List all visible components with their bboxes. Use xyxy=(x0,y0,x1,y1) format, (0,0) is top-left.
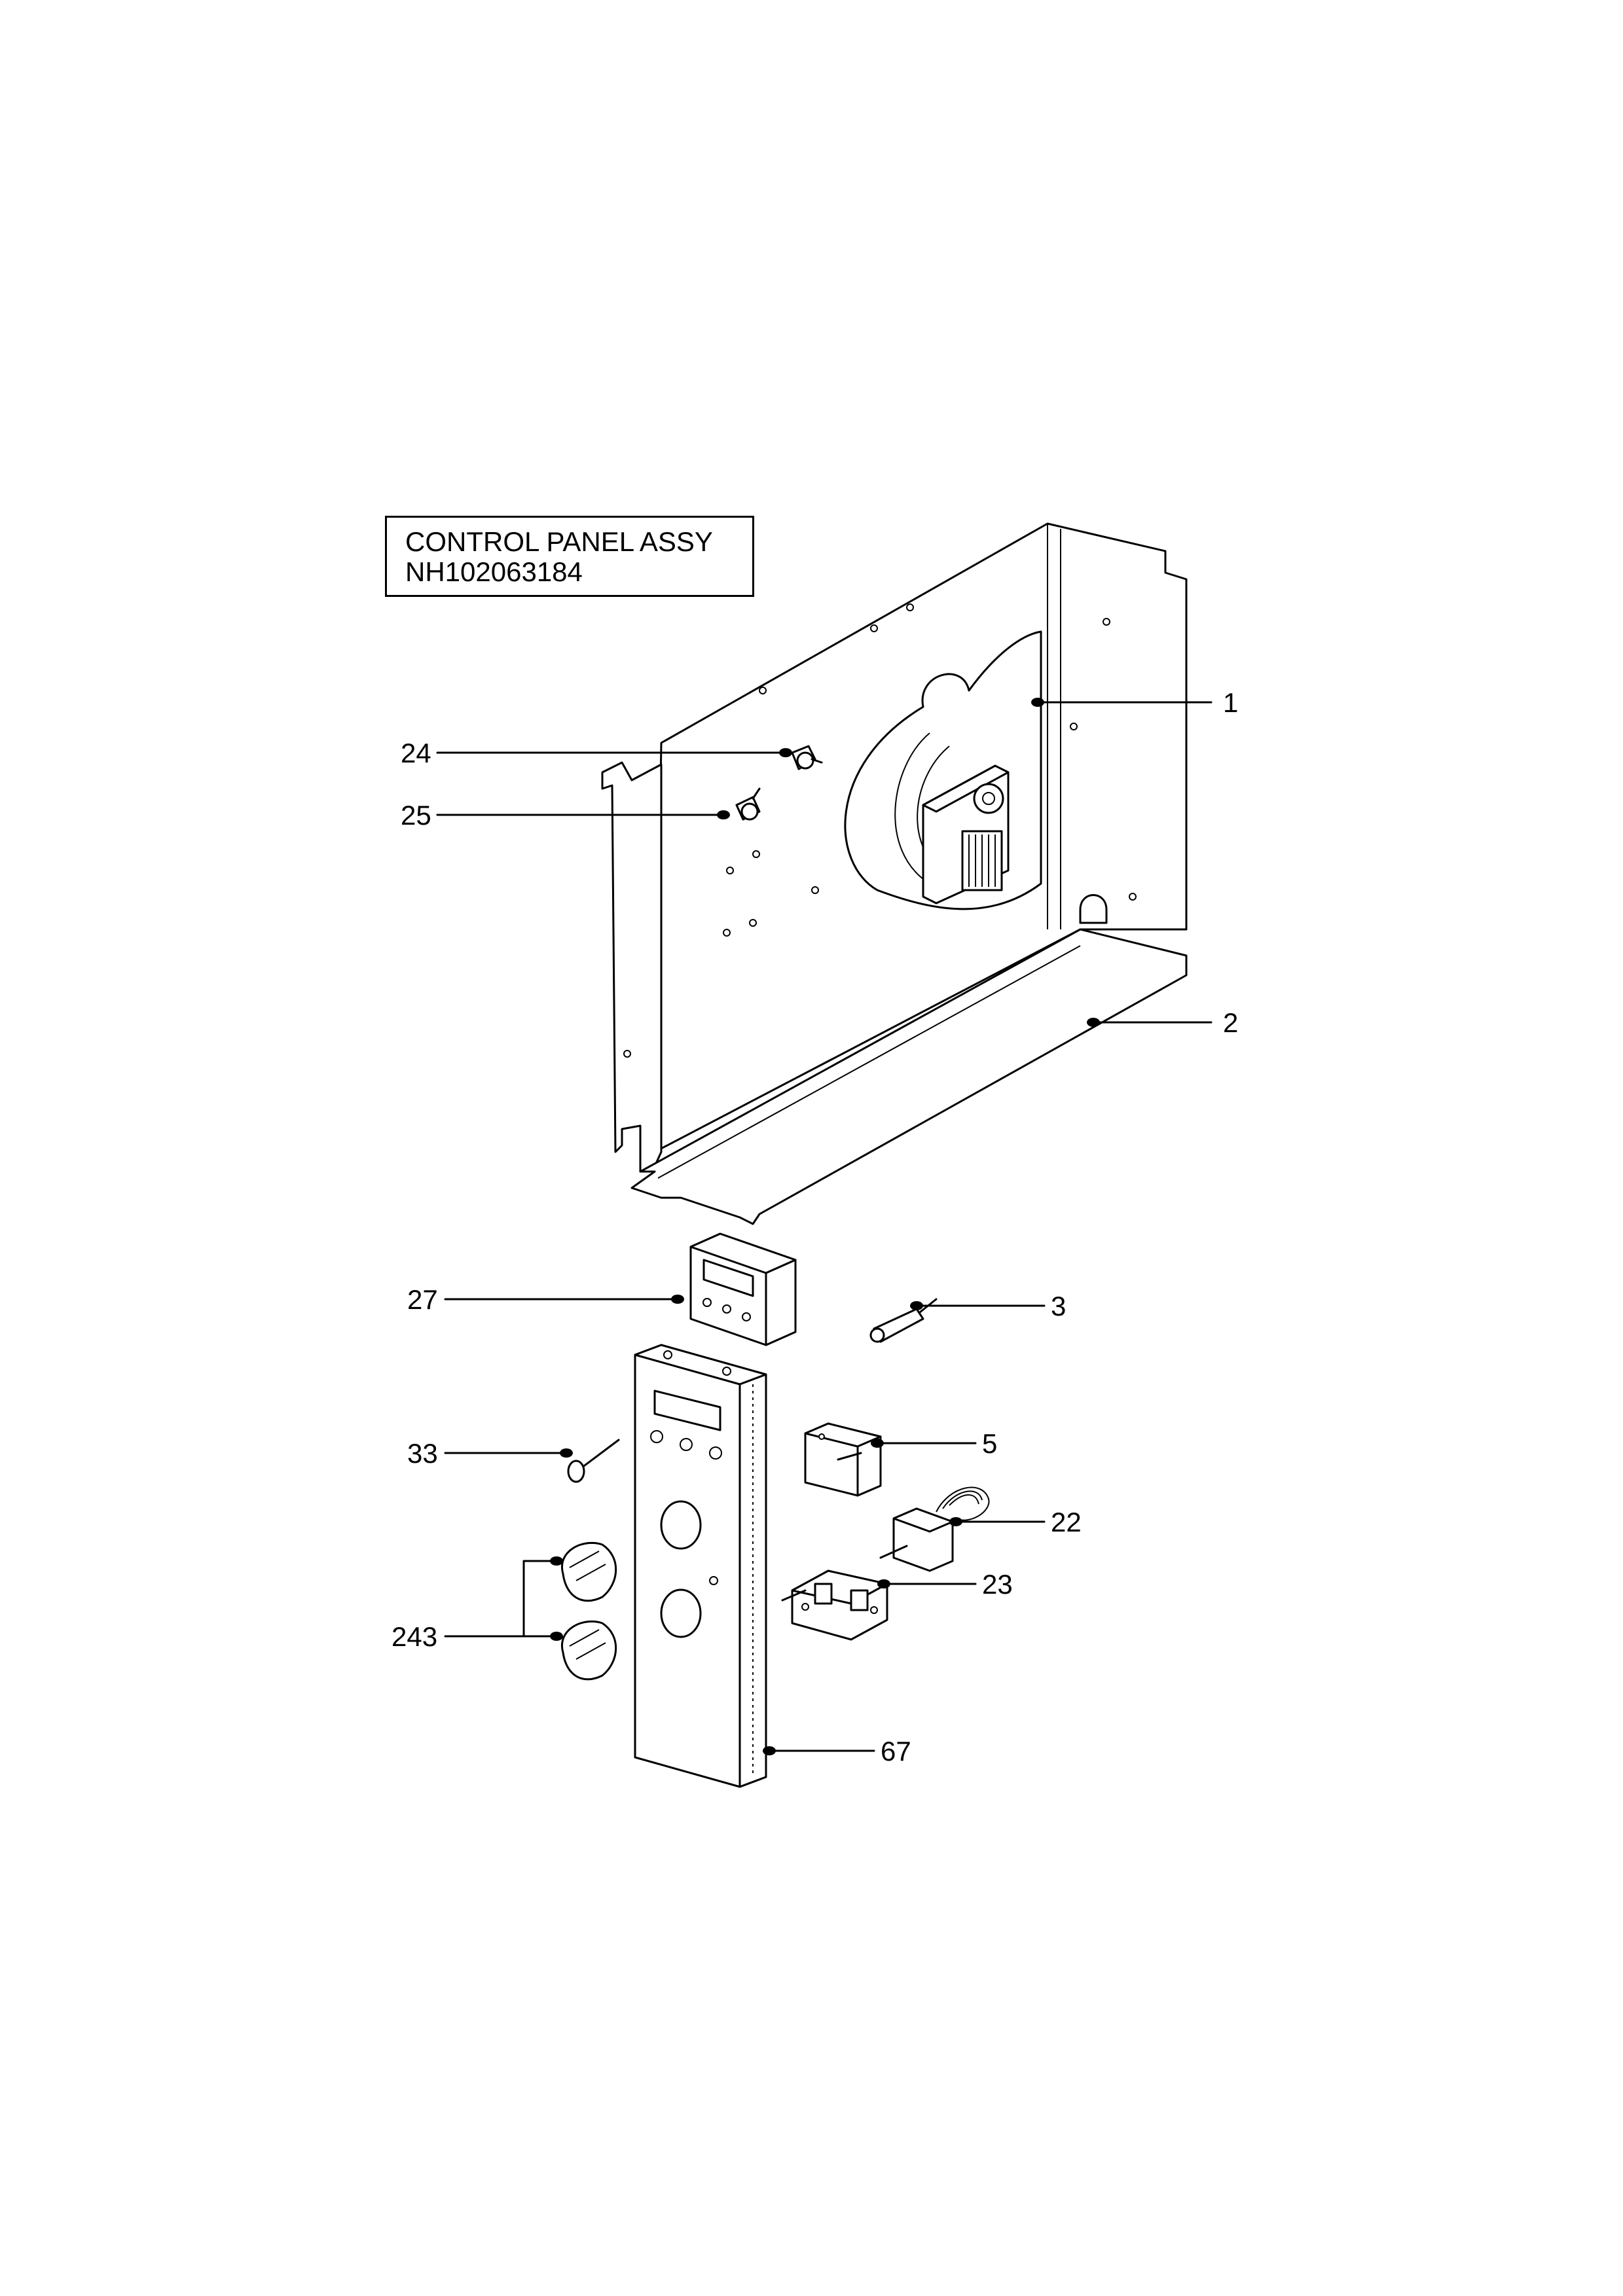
switch-23 xyxy=(781,1570,888,1641)
title-box: CONTROL PANEL ASSY NH102063184 xyxy=(385,516,754,597)
callout-23: 23 xyxy=(982,1569,1013,1600)
assembly-title: CONTROL PANEL ASSY xyxy=(405,526,713,557)
callout-33: 33 xyxy=(407,1438,438,1469)
regulator-5 xyxy=(804,1422,882,1497)
callout-27: 27 xyxy=(407,1284,438,1315)
callout-5: 5 xyxy=(982,1428,997,1459)
callout-243: 243 xyxy=(392,1621,437,1652)
screw-33 xyxy=(567,1439,620,1483)
programmer-27 xyxy=(689,1232,797,1346)
thermostat-24 xyxy=(791,745,823,770)
lamp-3 xyxy=(869,1298,938,1343)
callout-3: 3 xyxy=(1051,1291,1066,1321)
leader-lines xyxy=(436,698,1213,1755)
callout-1: 1 xyxy=(1223,687,1238,718)
control-panel-67 xyxy=(634,1344,767,1788)
callout-24: 24 xyxy=(401,738,431,768)
assembly-part-number: NH102063184 xyxy=(405,556,583,587)
callout-25: 25 xyxy=(401,800,431,831)
callout-67: 67 xyxy=(881,1736,911,1767)
thermostat-22 xyxy=(879,1486,990,1572)
fan-housing xyxy=(601,522,1188,1173)
callout-22: 22 xyxy=(1051,1507,1082,1537)
knobs-243 xyxy=(560,1541,617,1681)
callout-2: 2 xyxy=(1223,1007,1238,1038)
thermostat-25 xyxy=(735,787,761,821)
base-plate xyxy=(630,928,1188,1225)
